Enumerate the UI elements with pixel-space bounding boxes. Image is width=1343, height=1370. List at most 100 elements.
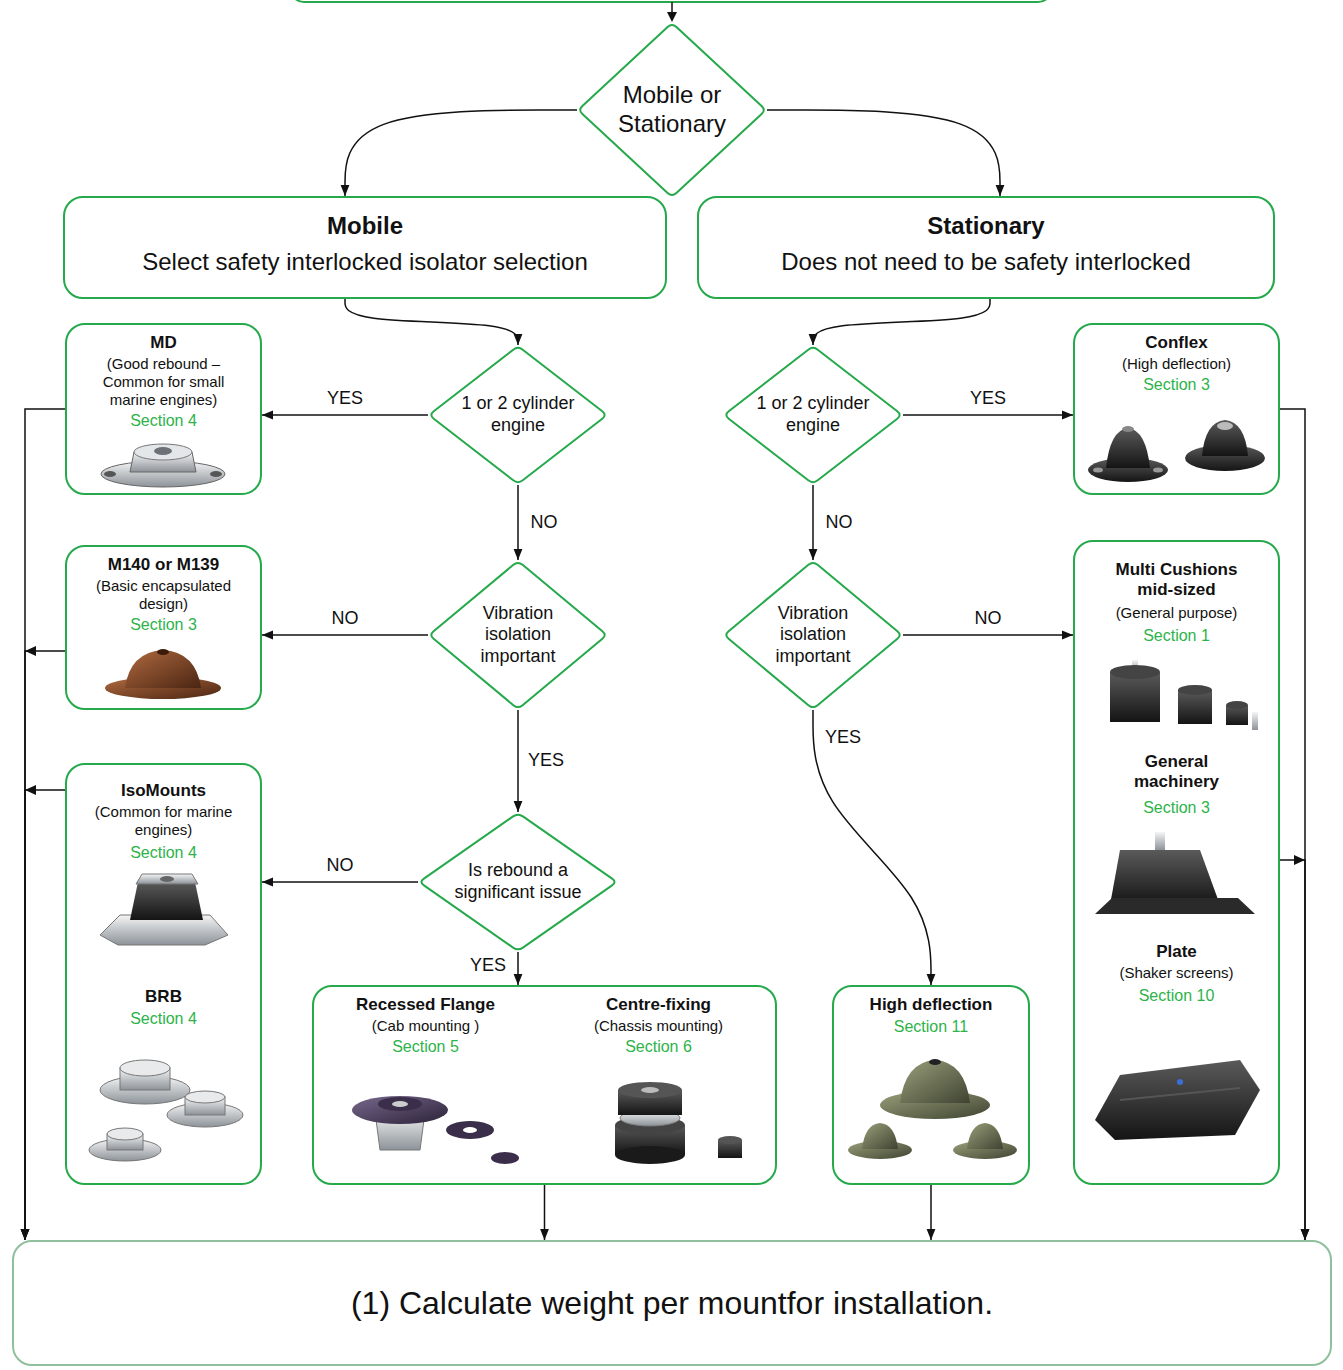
product-name: General machinery [1112,752,1242,793]
mount-hole [641,1087,659,1093]
mount-top [378,1097,422,1111]
product-name: Recessed Flange [318,995,533,1015]
diamond-shape [726,563,899,707]
flow-arrow [767,110,1000,196]
connector-line [671,2,673,13]
mount-top [185,1091,225,1103]
branch-label: YES [467,955,509,977]
flow-arrow [813,299,990,345]
flow-arrow [930,1185,932,1240]
section-ref: Section 1 [1079,626,1274,645]
flow-arrow [544,1185,546,1240]
mount-body [967,1123,1003,1149]
product-box: Conflex (High deflection) Section 3 [1073,323,1280,495]
decision-text: Vibration isolation important [763,603,863,668]
flow-arrow [262,881,418,883]
product-name: MD [71,333,256,353]
branch-label: NO [528,512,561,534]
section-ref: Section 3 [1079,375,1274,394]
stud [1155,832,1165,850]
product-box: M140 or M139(Basic encapsulated design)S… [65,545,262,710]
product-name: IsoMounts [71,781,256,801]
product-name: Multi Cushions mid-sized [1097,560,1257,601]
mount-hole [210,471,222,477]
product-box: MD(Good rebound – Common for small marin… [65,323,262,495]
decision-diamond: Mobile or Stationary [577,22,767,198]
plate-mark [1177,1079,1183,1085]
flow-arrow [345,299,518,345]
spacer-top [718,1136,742,1144]
flow-arrow [903,634,1073,636]
decision-text: Vibration isolation important [468,603,568,668]
mount-hole [1217,422,1233,430]
mount-base [615,1146,685,1164]
product-note: (Chassis mounting) [546,1017,771,1035]
branch-label: NO [324,855,357,877]
product-name: Conflex [1079,333,1274,353]
cushion-top [1226,701,1248,709]
decision-text: Mobile or Stationary [607,81,737,139]
section-ref: Section 4 [71,1009,256,1028]
diamond-shape [431,563,604,707]
decision-diamond: 1 or 2 cylinder engine [723,345,903,485]
arrowhead [667,12,677,22]
section-ref: Section 3 [71,615,256,634]
mount-body [1110,850,1220,905]
section-ref: Section 4 [71,843,256,862]
box-body: Does not need to be safety interlocked [706,248,1266,277]
mount-body [862,1123,898,1149]
decision-text: Is rebound a significant issue [443,860,593,903]
mount-flange [352,1096,448,1124]
flow-arrow [25,651,65,1240]
mount-hole [1153,468,1163,473]
mount-hole [1093,468,1103,473]
mount-body [1202,420,1248,456]
mount-top [120,1060,170,1076]
flow-arrow [25,409,65,1240]
product-name: BRB [71,987,256,1007]
flow-arrow [25,790,65,1240]
result-box: (1) Calculate weight per mountfor instal… [12,1240,1332,1366]
cushion [1178,690,1212,724]
mount-nut [154,447,172,455]
branch-label: NO [823,512,856,534]
branch-label: NO [972,608,1005,630]
box-heading: Stationary [711,212,1261,241]
decision-diamond: 1 or 2 cylinder engine [428,345,608,485]
flow-arrow [1280,860,1305,1240]
flow-arrow [517,952,519,985]
product-note: (Common for marine engines) [84,803,244,839]
diamond-shape [580,25,764,195]
branch-label: YES [822,727,864,749]
product-box: IsoMounts(Common for marine engines) Sect… [65,763,262,1185]
plate-mount [1095,1060,1260,1140]
product-note: (High deflection) [1079,355,1274,373]
branch-box: MobileSelect safety interlocked isolator… [63,196,667,299]
product-name: Centre-fixing [546,995,771,1015]
product-box: Multi Cushions mid-sized (General purpose… [1073,540,1280,1185]
diamond-shape [726,348,899,482]
mount-nut [160,876,174,882]
flow-arrow [1280,409,1305,1240]
mount-hole [392,1101,408,1107]
diamond-shape [431,348,604,482]
cushion-top [1110,665,1160,679]
product-box: Recessed Flange(Cab mounting )Section 5C… [312,985,777,1185]
mount-top [134,444,192,460]
section-ref: Section 5 [318,1037,533,1056]
mount-body [900,1060,970,1103]
stud [1252,712,1258,730]
product-note: (Good rebound – Common for small marine … [84,355,244,409]
cushion-top [1178,685,1212,695]
product-note: (Shaker screens) [1079,964,1274,982]
branch-box: StationaryDoes not need to be safety int… [697,196,1275,299]
box-body: Select safety interlocked isolator selec… [75,248,655,277]
decision-diamond: Vibration isolation important [723,560,903,710]
section-ref: Section 4 [71,411,256,430]
box-heading: Mobile [80,212,650,241]
product-note: (General purpose) [1079,604,1274,622]
product-name: M140 or M139 [71,555,256,575]
